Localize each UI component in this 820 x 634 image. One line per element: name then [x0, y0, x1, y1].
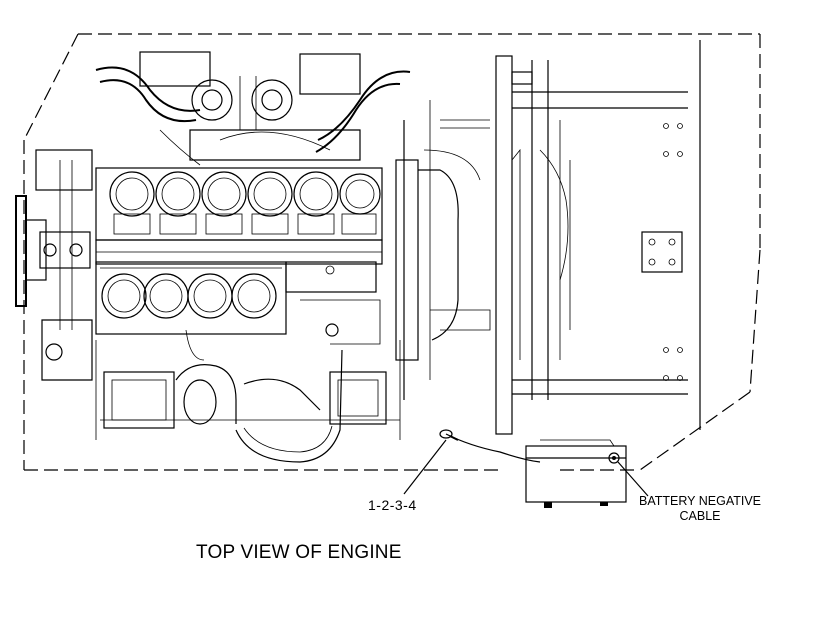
battery — [525, 439, 627, 508]
radiator-assembly — [395, 119, 491, 400]
battery-negative-cable-label: BATTERY NEGATIVE CABLE — [630, 494, 770, 524]
battery-label-line1: BATTERY NEGATIVE — [638, 494, 762, 508]
front-end-assembly — [15, 149, 93, 381]
chassis-rails — [429, 40, 701, 435]
lower-accessories — [95, 299, 401, 440]
crankcase — [95, 239, 383, 293]
upper-cylinder-bank — [95, 167, 383, 241]
battery-negative-cable — [439, 429, 541, 463]
diagram-title: TOP VIEW OF ENGINE — [196, 542, 402, 563]
part-reference-label: 1-2-3-4 — [368, 497, 417, 513]
leader-lines — [403, 439, 649, 497]
wiring-harness — [235, 349, 343, 463]
upper-components — [95, 51, 411, 166]
battery-label-line2: CABLE — [679, 509, 721, 523]
lower-cylinder-bank — [95, 261, 287, 335]
